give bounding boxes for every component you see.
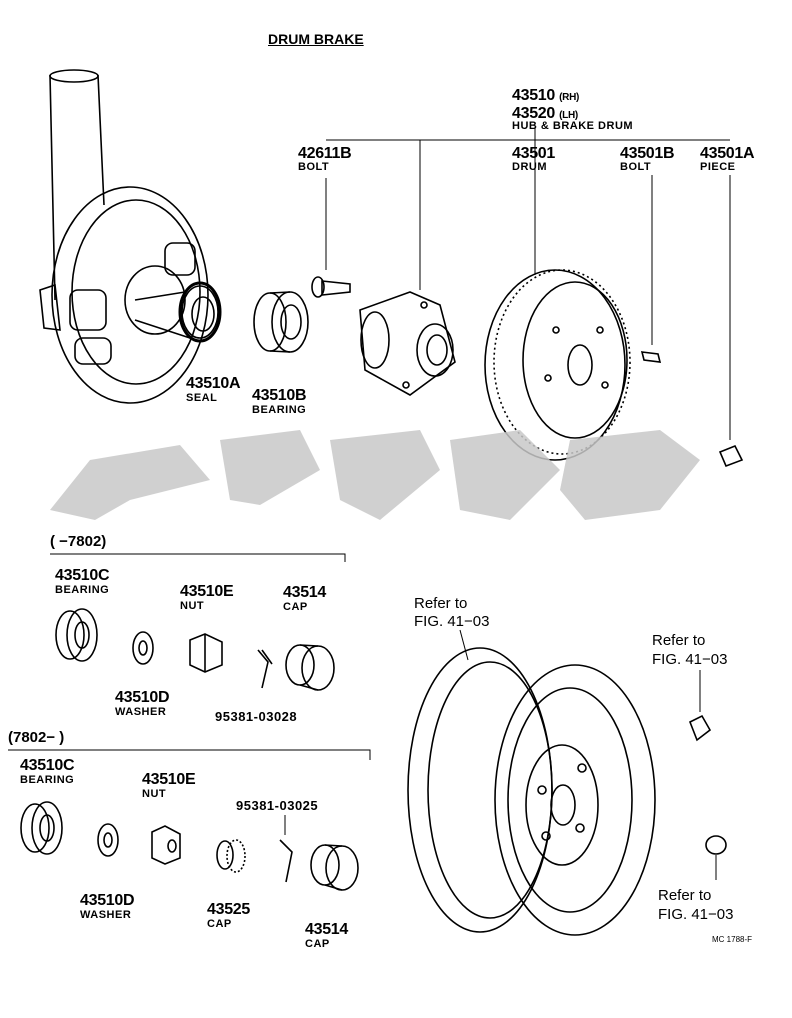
- nutcap-43525-drawing: [216, 839, 246, 873]
- stud-ref-line1: Refer to: [652, 632, 706, 649]
- part-43501-number: 43501: [512, 145, 555, 162]
- backing-plate-assembly: [39, 69, 219, 404]
- wheel-ref-line2: FIG. 41−03: [414, 613, 490, 630]
- pin-95381-03028-drawing: [257, 649, 273, 689]
- bearing-43510B-drawing: [253, 291, 309, 353]
- cap-43514-before-drawing: [285, 644, 335, 691]
- seal-43510A-drawing: [178, 281, 222, 343]
- before-nut-name: NUT: [180, 600, 205, 612]
- hub-rh-number: 43510 (RH): [512, 87, 580, 104]
- brake-drum-43501-drawing: [484, 140, 631, 461]
- before-bearing-name: BEARING: [55, 584, 110, 596]
- stud-ref-line2: FIG. 41−03: [652, 651, 728, 668]
- before-pin-number: 95381-03028: [215, 709, 298, 724]
- after-nut-number: 43510E: [142, 771, 196, 788]
- after-pin-number: 95381-03025: [236, 798, 319, 813]
- after-bearing-number: 43510C: [20, 757, 75, 774]
- group-after-range: (7802− ): [8, 729, 65, 746]
- part-43510A-number: 43510A: [186, 375, 241, 392]
- washer-43510D-after-drawing: [97, 823, 119, 857]
- bearing-43510C-after-drawing: [20, 801, 63, 855]
- after-nut-name: NUT: [142, 788, 167, 800]
- watermark-logo: [50, 430, 700, 520]
- part-43510B-number: 43510B: [252, 387, 307, 404]
- figure-code: MC 1788-F: [712, 935, 753, 944]
- after-bearing-name: BEARING: [20, 774, 75, 786]
- washer-43510D-before-drawing: [132, 631, 154, 665]
- wheel-stud-drawing: [688, 670, 712, 742]
- hub-group-name: HUB & BRAKE DRUM: [512, 120, 634, 132]
- lugnut-ref-line1: Refer to: [658, 887, 712, 904]
- part-42611B-number: 42611B: [298, 145, 352, 162]
- hub-lh-number: 43520 (LH): [512, 105, 578, 122]
- after-cap-name: CAP: [305, 938, 330, 950]
- pin-95381-03025-drawing: [279, 815, 293, 883]
- part-43501A-name: PIECE: [700, 161, 736, 173]
- after-washer-name: WASHER: [80, 909, 132, 921]
- before-washer-number: 43510D: [115, 689, 170, 706]
- part-43510A-name: SEAL: [186, 392, 218, 404]
- lugnut-ref-line2: FIG. 41−03: [658, 906, 734, 923]
- bearing-43510C-before-drawing: [55, 608, 98, 662]
- after-nutcap-number: 43525: [207, 901, 250, 918]
- after-washer-number: 43510D: [80, 892, 135, 909]
- before-cap-name: CAP: [283, 601, 308, 613]
- part-43510B-name: BEARING: [252, 404, 307, 416]
- part-43501B-number: 43501B: [620, 145, 675, 162]
- part-43501B-name: BOLT: [620, 161, 652, 173]
- nut-43510E-before-drawing: [189, 633, 223, 673]
- wheel-rim-drawing: [407, 629, 656, 936]
- hub-drawing: [359, 140, 456, 396]
- diagram-title: DRUM BRAKE: [268, 31, 364, 47]
- after-cap-number: 43514: [305, 921, 348, 938]
- part-43501-name: DRUM: [512, 161, 547, 173]
- cap-43514-after-drawing: [310, 844, 359, 891]
- part-43501A-number: 43501A: [700, 145, 755, 162]
- bolt-43501B-drawing: [640, 175, 662, 363]
- nut-43510E-after-drawing: [151, 825, 181, 865]
- after-nutcap-name: CAP: [207, 918, 232, 930]
- piece-43501A-drawing: [718, 175, 744, 468]
- before-cap-number: 43514: [283, 584, 326, 601]
- before-nut-number: 43510E: [180, 583, 234, 600]
- wheel-ref-line1: Refer to: [414, 595, 468, 612]
- bolt-42611B-drawing: [311, 178, 351, 298]
- before-washer-name: WASHER: [115, 706, 167, 718]
- before-bearing-number: 43510C: [55, 567, 110, 584]
- group-before-range: ( −7802): [50, 533, 107, 550]
- lug-nut-drawing: [705, 835, 727, 880]
- part-42611B-name: BOLT: [298, 161, 330, 173]
